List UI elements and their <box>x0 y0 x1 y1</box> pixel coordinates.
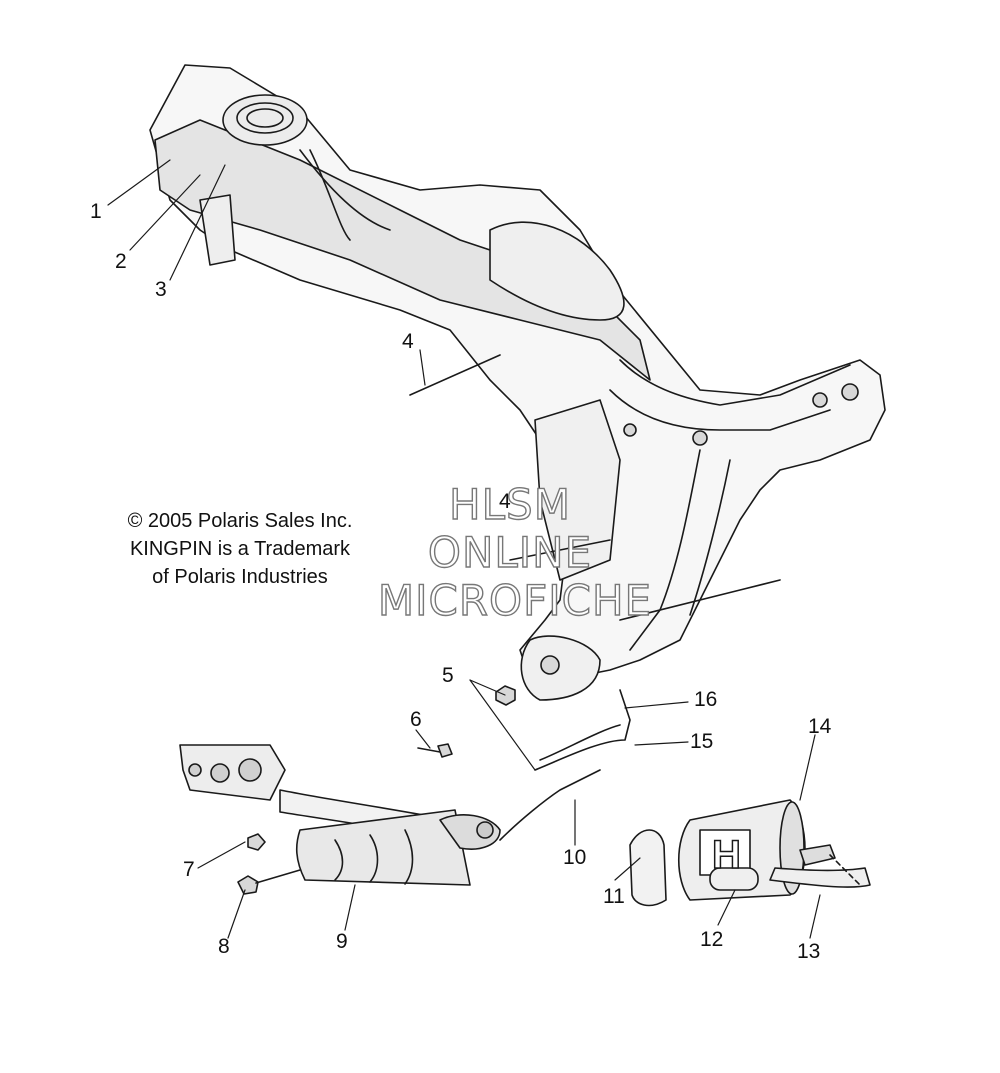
leader-lines <box>107 159 821 939</box>
frame-assembly <box>149 64 886 701</box>
copyright-line-3: of Polaris Industries <box>152 566 328 588</box>
fuel-cap-inner <box>236 102 294 134</box>
copyright-line-2: KINGPIN is a Trademark <box>129 538 351 560</box>
frame-tube-upper-2 <box>609 389 831 431</box>
muffler-bolt <box>476 821 494 839</box>
muffler-body <box>295 809 471 886</box>
tank-hose <box>309 149 351 241</box>
rod-4 <box>409 354 501 396</box>
callout-5: 5 <box>442 664 454 687</box>
tank-strap <box>299 149 391 231</box>
copyright-line-1: © 2005 Polaris Sales Inc. <box>127 510 353 532</box>
canister-nozzle <box>799 844 836 866</box>
nut-7 <box>247 833 266 851</box>
callout-13: 13 <box>797 940 821 963</box>
frame-bolt-5 <box>623 423 637 437</box>
frame-bolt-2 <box>812 392 828 408</box>
hose-16 <box>539 724 621 761</box>
hose-dashed <box>829 854 861 886</box>
bolt-6 <box>417 743 453 758</box>
exhaust-assembly <box>179 744 501 886</box>
clip-11 <box>629 829 667 907</box>
callout-10: 10 <box>563 846 587 869</box>
frame-tube-down <box>629 449 701 651</box>
watermark-line-2: ONLINE <box>427 527 593 577</box>
tank-shade <box>154 119 651 381</box>
exhaust-flange <box>179 744 286 801</box>
callout-11: 11 <box>603 885 625 908</box>
callout-12: 12 <box>700 928 724 951</box>
muffler-fin-3 <box>404 829 414 885</box>
frame-bolt-3 <box>692 430 708 446</box>
bracket-lower <box>520 635 601 701</box>
flange-bolt-2 <box>210 763 230 783</box>
callout-14: 14 <box>808 715 832 738</box>
callout-1: 1 <box>90 200 102 223</box>
muffler-fin-2 <box>369 834 379 883</box>
callout-6: 6 <box>410 708 422 731</box>
frame-bolt-1 <box>841 383 859 401</box>
callout-9: 9 <box>336 930 348 953</box>
muffler-fin-1 <box>334 839 344 881</box>
callout-2: 2 <box>115 250 127 273</box>
callout-15: 15 <box>690 730 714 753</box>
flange-bolt-3 <box>238 758 262 782</box>
callout-8: 8 <box>218 935 230 958</box>
fuel-cap-ring <box>246 108 284 128</box>
frame-tube-upper <box>619 359 851 406</box>
hose-15 <box>534 689 631 771</box>
hose-13 <box>769 867 871 888</box>
part-icon-letter: H <box>712 833 741 877</box>
frame-tube-rear <box>619 579 781 621</box>
callout-16: 16 <box>694 688 718 711</box>
mount-plate <box>534 399 621 581</box>
callout-7: 7 <box>183 858 195 881</box>
frame-bolt-4 <box>540 655 560 675</box>
hose-10 <box>499 769 601 841</box>
watermark-line-3: MICROFICHE <box>377 575 653 625</box>
seat-outline <box>489 221 625 321</box>
part-icon-h: H <box>711 832 741 878</box>
flange-bolt-1 <box>188 763 202 777</box>
callout-3: 3 <box>155 278 167 301</box>
callout-4-watermark-area: 4 <box>499 490 511 513</box>
frame-tube-down-2 <box>689 459 731 616</box>
callout-4: 4 <box>402 330 414 353</box>
hose-12 <box>709 867 759 891</box>
watermark-line-1: HLSM <box>448 479 571 529</box>
rod-4-b <box>509 539 611 561</box>
copyright-notice: © 2005 Polaris Sales Inc. KINGPIN is a T… <box>60 507 420 591</box>
bolt-8 <box>237 869 301 895</box>
clip-3-bracket <box>199 194 236 266</box>
nut-5 <box>495 685 516 706</box>
